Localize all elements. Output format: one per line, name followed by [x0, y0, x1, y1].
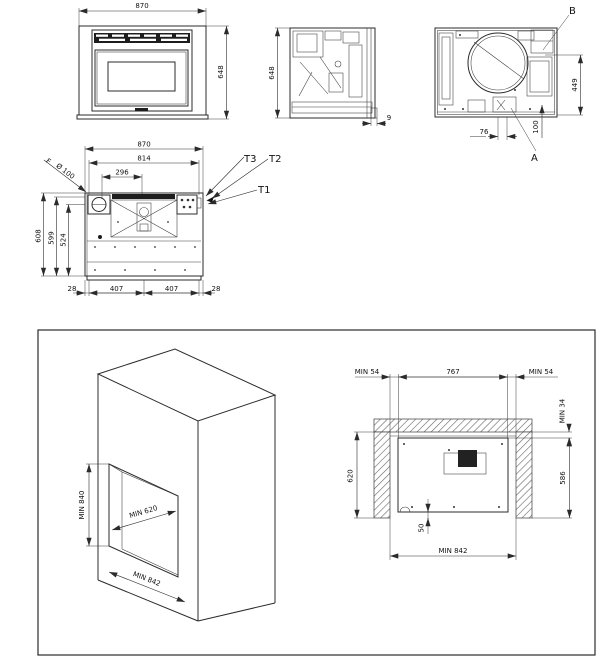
dim-rear-a-height: 100	[532, 120, 540, 133]
front-grille	[94, 33, 190, 43]
probe-t3-label: T3	[243, 154, 256, 165]
dim-plan-depth-608: 608	[35, 229, 43, 242]
fan-circle	[467, 32, 529, 94]
front-view: 870 648	[76, 2, 230, 120]
dim-front-height: 648	[217, 65, 225, 78]
dim-plan-center: 296	[115, 169, 129, 177]
dim-niche-inner-depth: 586	[559, 471, 567, 485]
plan-view: 870 814 296	[35, 141, 281, 296]
front-door	[94, 49, 189, 107]
dim-niche-left-margin: MIN 54	[355, 368, 380, 376]
cable-notch	[399, 506, 411, 513]
flue-outlet-block	[458, 450, 477, 467]
dim-plan-width: 870	[137, 141, 150, 149]
appliance-outline	[397, 437, 509, 513]
flue-diameter-label: Ø 100	[54, 162, 76, 181]
dim-niche-opening-width: 767	[446, 368, 459, 376]
side-view: 648 9	[268, 27, 391, 127]
plan-bottom-dims: 28 407 407 28	[68, 280, 221, 296]
plan-body	[84, 192, 204, 277]
label-b: B	[569, 6, 576, 17]
dim-niche-top-gap: MIN 34	[559, 398, 567, 423]
flue-box	[87, 194, 111, 215]
dim-niche-min-width: MIN 842	[439, 547, 468, 555]
dim-rear-height: 449	[571, 78, 579, 91]
dim-enclosure-width: MIN 842	[132, 570, 162, 588]
dim-plan-407-right: 407	[165, 285, 178, 293]
appliance-screws	[403, 443, 503, 508]
dim-side-rear-gap: 9	[387, 114, 391, 122]
enclosure-isometric: MIN 840 MIN 620 MIN 842	[78, 348, 277, 622]
terminal-dots	[180, 198, 195, 209]
installation-border	[37, 329, 596, 656]
installation-section: MIN 840 MIN 620 MIN 842	[37, 329, 596, 656]
plan-front-lip	[86, 275, 202, 281]
front-door-inner	[96, 51, 187, 105]
plan-screws	[94, 221, 196, 271]
brand-badge	[135, 108, 148, 112]
flue-callout: F Ø 100	[43, 157, 87, 193]
front-grille-slots	[96, 34, 188, 41]
dim-front-width: 870	[135, 2, 148, 10]
plan-firebox	[110, 199, 178, 238]
rear-internals	[437, 29, 555, 113]
dim-niche-depth: 620	[347, 469, 355, 482]
dim-plan-28-left: 28	[68, 285, 77, 293]
dim-plan-407-left: 407	[110, 285, 123, 293]
dim-niche-right-margin: MIN 54	[529, 368, 554, 376]
dim-side-height: 648	[268, 66, 276, 79]
plan-grille-band	[112, 194, 175, 199]
probe-labels: T3 T2 T1	[205, 154, 281, 205]
dim-plan-inner-width: 814	[137, 155, 151, 163]
dim-plan-depth-524: 524	[60, 233, 68, 247]
terminal-panel	[176, 194, 198, 215]
side-internals	[291, 28, 378, 119]
front-plinth	[76, 114, 209, 120]
rear-view: B A 449 76 100	[434, 6, 584, 164]
probe-t2-label: T2	[268, 154, 281, 165]
wall-right	[515, 431, 533, 519]
dim-plan-28-right: 28	[212, 285, 221, 293]
probe-t1-label: T1	[257, 185, 270, 196]
rear-body	[434, 27, 558, 118]
door-glass	[107, 61, 176, 92]
wall-left	[373, 431, 391, 519]
flue-label: F	[44, 157, 52, 166]
niche-plan: MIN 54 767 MIN 54 620 MIN 34 586 50	[347, 368, 573, 560]
dim-niche-front-offset: 50	[418, 524, 426, 533]
side-body	[289, 27, 376, 119]
label-a: A	[531, 153, 538, 164]
dim-rear-a-offset: 76	[480, 128, 489, 136]
dim-plan-depth-599: 599	[48, 231, 56, 244]
wall-top	[373, 418, 533, 433]
dim-enclosure-height: MIN 840	[78, 491, 86, 520]
